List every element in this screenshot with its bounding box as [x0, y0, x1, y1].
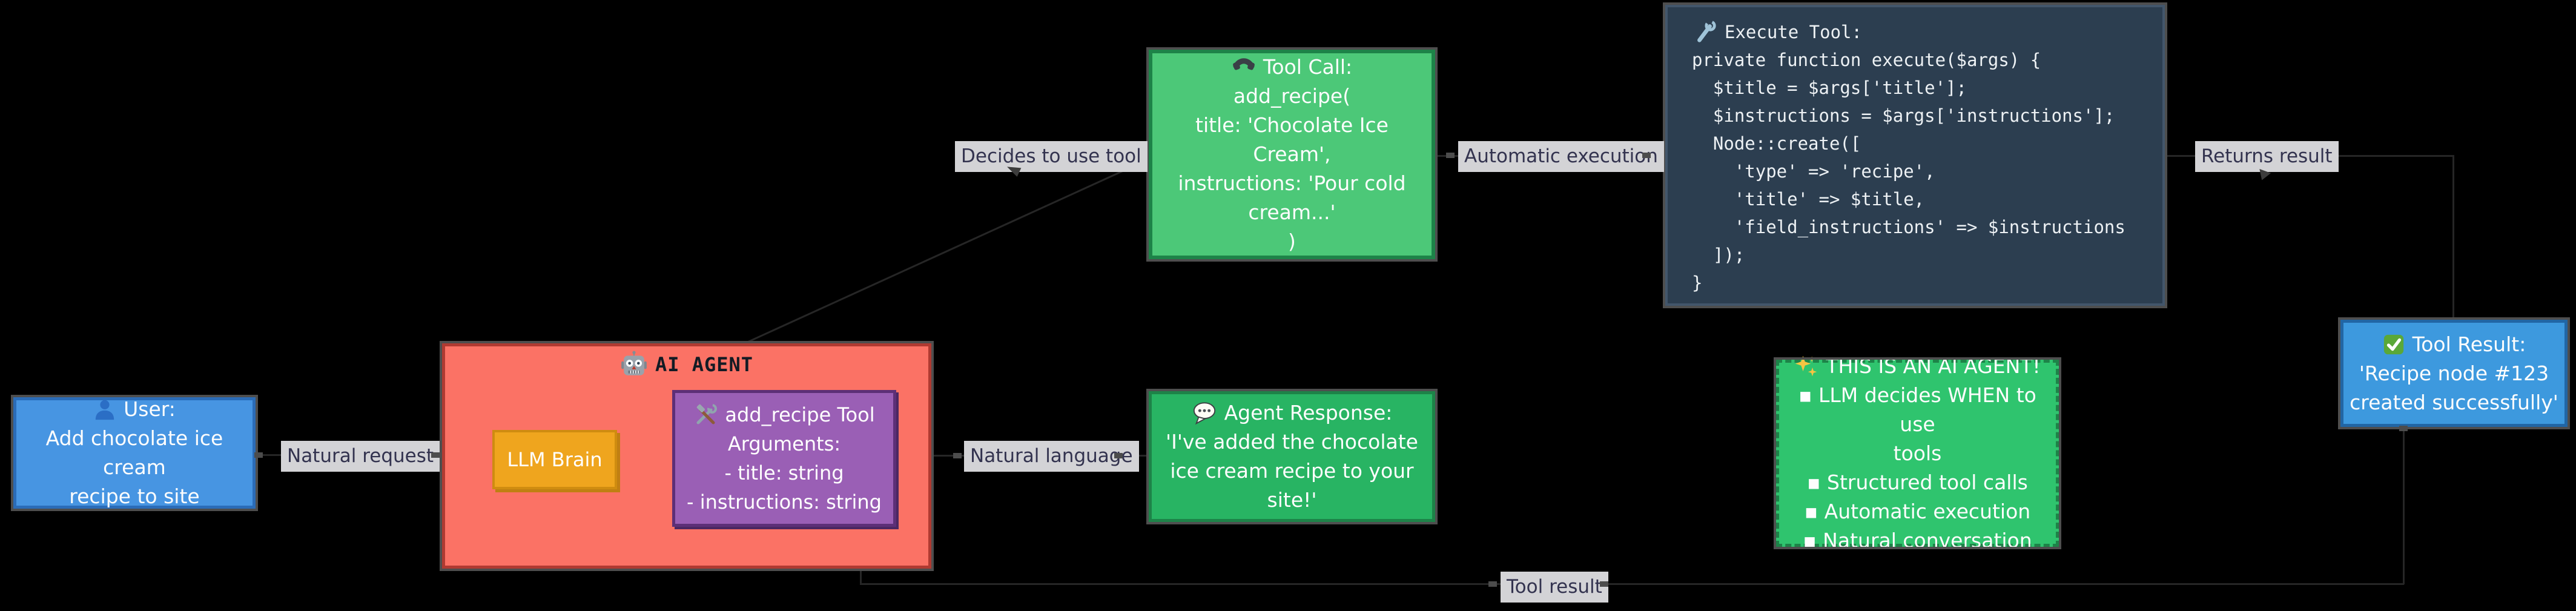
agent-response-title: Agent Response:	[1224, 401, 1393, 424]
add-recipe-tool-title: add_recipe Tool	[725, 403, 875, 426]
tool-result-body: 'Recipe node #123 created successfully'	[2350, 361, 2558, 414]
tool-call-node: Tool Call: add_recipe( title: 'Chocolate…	[1146, 47, 1438, 262]
execute-tool-code: private function execute($args) { $title…	[1692, 50, 2125, 293]
ai-agent-node: AI AGENT LLM Brain add_recipe Tool Argum…	[440, 341, 934, 571]
add-recipe-tool-body: Arguments: - title: string - instruction…	[687, 432, 882, 514]
edge-stub	[1642, 153, 1651, 158]
edge-stub	[1488, 581, 1497, 587]
edge-execute-to-result-drop	[2452, 155, 2454, 320]
sparkles-icon	[1794, 354, 1818, 378]
hammer-wrench-icon	[693, 403, 718, 427]
execute-tool-title: Execute Tool:	[1725, 22, 1862, 42]
check-mark-icon	[2382, 333, 2405, 356]
llm-brain-label: LLM Brain	[507, 448, 603, 471]
edge-result-feedback-rise	[860, 569, 862, 584]
speech-bubble-icon	[1192, 400, 1217, 426]
ai-agent-label: AI AGENT	[655, 353, 754, 376]
edge-result-feedback	[860, 583, 2404, 585]
edge-stub	[254, 452, 263, 458]
edge-stub	[2399, 426, 2408, 431]
robot-icon	[620, 351, 648, 378]
edge-result-feedback-drop	[2403, 427, 2405, 584]
edge-label-natural-request: Natural request	[281, 441, 440, 472]
edge-stub	[431, 452, 440, 458]
edge-label-decides-to-use-tool: Decides to use tool	[955, 141, 1148, 172]
tool-result-node: Tool Result: 'Recipe node #123 created s…	[2338, 317, 2570, 429]
phone-icon	[1232, 55, 1256, 79]
execute-tool-node: Execute Tool: private function execute($…	[1663, 2, 2167, 308]
agent-response-body: 'I've added the chocolate ice cream reci…	[1166, 430, 1418, 512]
ai-agent-title: AI AGENT	[445, 350, 928, 379]
edge-stub	[1114, 453, 1123, 458]
ai-agent-note-body: ▪ LLM decides WHEN to use tools ▪ Struct…	[1798, 383, 2036, 552]
edge-agent-to-toolcall	[748, 158, 1149, 343]
user-title: User:	[124, 397, 176, 421]
edge-label-tool-result: Tool result	[1501, 572, 1608, 603]
edge-label-returns-result: Returns result	[2195, 141, 2339, 172]
user-icon	[93, 398, 116, 421]
ai-agent-note-title: THIS IS AN AI AGENT!	[1826, 354, 2041, 378]
wrench-icon	[1692, 19, 1717, 45]
edge-label-natural-language: Natural language	[964, 441, 1139, 472]
edge-stub	[1600, 581, 1608, 587]
user-body: Add chocolate ice cream recipe to site	[45, 426, 223, 508]
edge-stub	[953, 453, 962, 458]
agent-response-node: Agent Response: 'I've added the chocolat…	[1146, 389, 1438, 524]
ai-agent-note-node: THIS IS AN AI AGENT! ▪ LLM decides WHEN …	[1774, 354, 2061, 552]
llm-brain-node: LLM Brain	[492, 430, 617, 489]
edge-label-automatic-execution: Automatic execution	[1458, 141, 1664, 172]
tool-call-body: add_recipe( title: 'Chocolate Ice Cream'…	[1178, 84, 1406, 253]
tool-call-title: Tool Call:	[1263, 55, 1353, 79]
tool-result-title: Tool Result:	[2412, 332, 2526, 356]
add-recipe-tool-node: add_recipe Tool Arguments: - title: stri…	[672, 390, 896, 527]
edge-stub	[1446, 153, 1455, 158]
user-node: User: Add chocolate ice cream recipe to …	[11, 395, 258, 511]
